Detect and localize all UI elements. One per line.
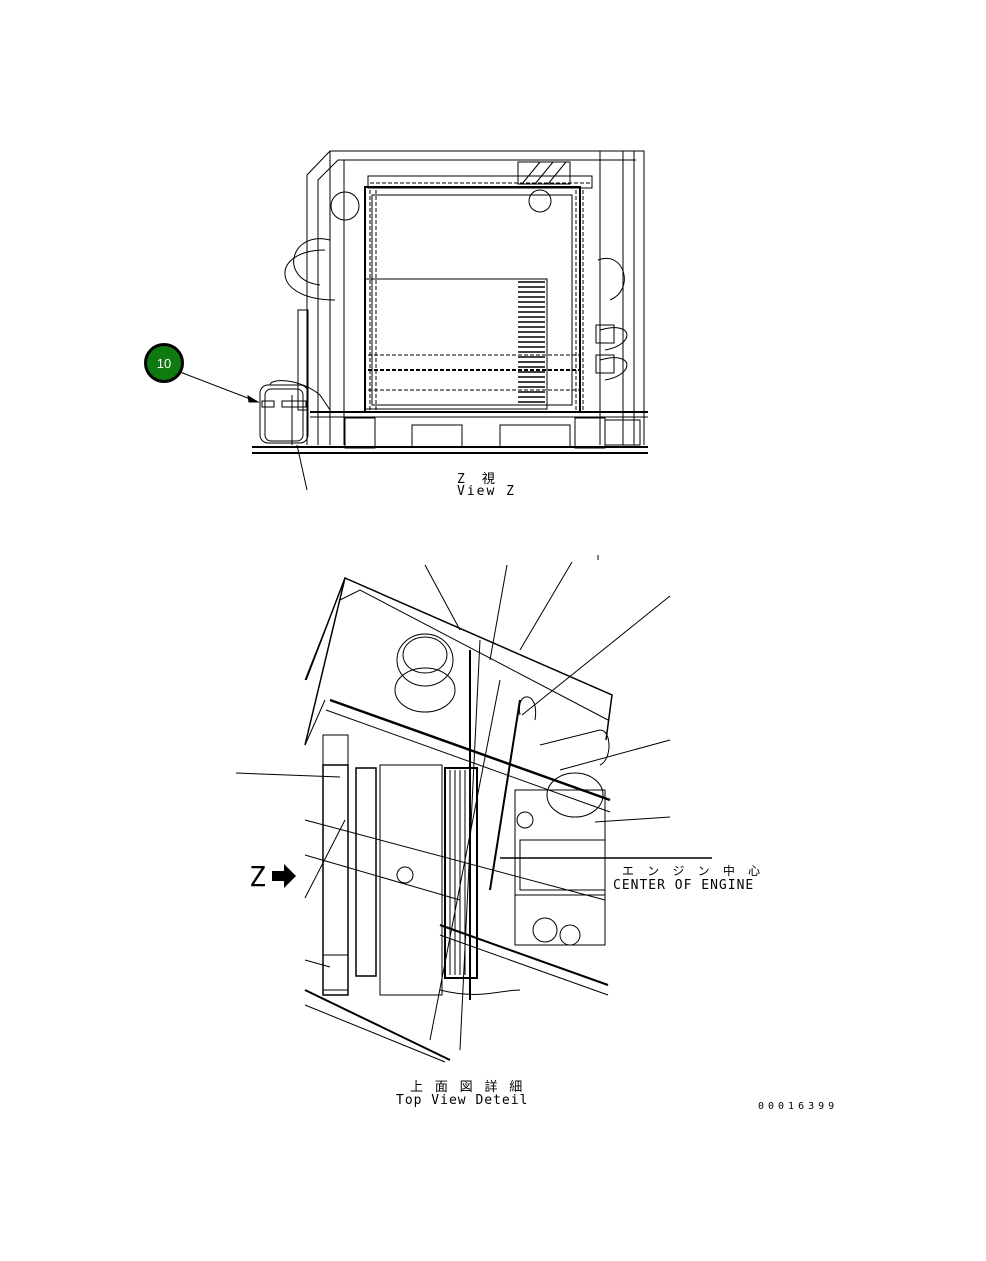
view-z-caption-jp: Z 視: [457, 472, 497, 487]
view-z-caption-en: View Z: [457, 484, 516, 499]
leader-lines: [235, 555, 671, 968]
view-z-arrow-icon: [272, 864, 296, 888]
callout-10[interactable]: 10: [144, 343, 184, 383]
engine-center-jp: エ ン ジ ン 中 心: [622, 864, 764, 878]
engine-center-en: CENTER OF ENGINE: [613, 878, 755, 893]
top-view-drawing: [304, 576, 712, 1063]
top-view-caption-jp: 上 面 図 詳 細: [410, 1080, 525, 1095]
view-z-drawing: [252, 150, 648, 491]
top-view-caption-en: Top View Deteil: [396, 1093, 529, 1108]
callout-10-number: 10: [156, 355, 172, 371]
callout-10-leader: [179, 371, 259, 403]
view-z-marker: Z: [249, 860, 266, 893]
drawing-number: 00016399: [758, 1101, 839, 1112]
